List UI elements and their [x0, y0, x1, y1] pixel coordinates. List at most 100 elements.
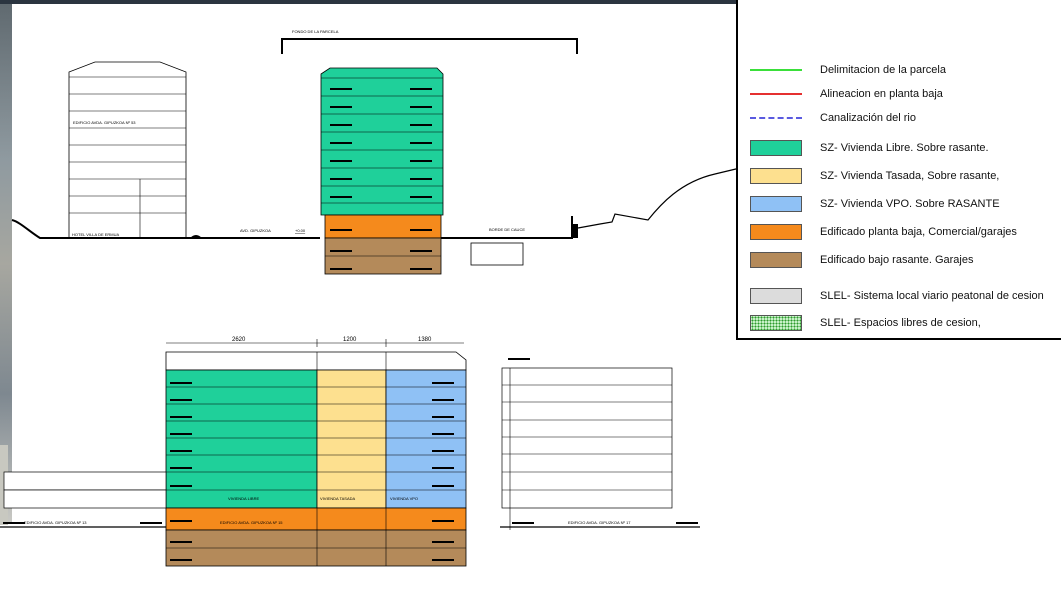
level-annotation	[432, 416, 454, 418]
level-annotation	[432, 433, 454, 435]
left-existing-building-top: EDIFICIO AVDA. GIPUZKOA Nº 53 HOTEL VILL…	[68, 61, 187, 239]
legend-label: SZ- Vivienda Tasada, Sobre rasante,	[820, 170, 1000, 182]
level-annotation	[330, 142, 352, 144]
level-annotation	[410, 106, 432, 108]
level-annotation	[410, 142, 432, 144]
level-annotation	[3, 522, 25, 524]
left-neighbour-label: EDIFICIO AVDA. GIPUZKOA Nº 13	[24, 520, 87, 525]
dim-vpo: 1380	[418, 337, 432, 343]
legend-line-swatch	[750, 69, 802, 71]
level-annotation	[410, 250, 432, 252]
level-annotation	[432, 485, 454, 487]
plot-label: FONDO DE LA PARCELA	[292, 29, 339, 34]
level-annotation	[330, 250, 352, 252]
plot-boundary-bracket: FONDO DE LA PARCELA	[281, 29, 578, 54]
level-annotation	[330, 124, 352, 126]
level-annotation	[330, 178, 352, 180]
legend-item: Delimitacion de la parcela	[750, 61, 946, 79]
level-annotation	[170, 382, 192, 384]
level-annotation	[330, 229, 352, 231]
dim-libre: 2620	[232, 337, 246, 343]
legend-item: SZ- Vivienda Libre. Sobre rasante.	[750, 139, 989, 157]
svg-text:+0.00: +0.00	[295, 228, 306, 233]
level-annotation	[432, 399, 454, 401]
level-annotation	[170, 450, 192, 452]
level-annotation	[410, 268, 432, 270]
proposed-building-section	[320, 67, 444, 275]
legend-label: Delimitacion de la parcela	[820, 64, 946, 76]
level-annotation	[170, 416, 192, 418]
legend-line-swatch	[750, 93, 802, 95]
bottom-dimensions: 2620 1200 1380	[166, 337, 464, 347]
legend-label: Edificado planta baja, Comercial/garajes	[820, 226, 1017, 238]
level-annotation	[410, 124, 432, 126]
legend-color-swatch	[750, 288, 802, 304]
top-bar	[0, 0, 1061, 4]
legend-label: SZ- Vivienda VPO. Sobre RASANTE	[820, 198, 1000, 210]
legend-label: SLEL- Sistema local viario peatonal de c…	[820, 290, 1044, 302]
legend-item: SZ- Vivienda VPO. Sobre RASANTE	[750, 195, 1000, 213]
legend-label: SZ- Vivienda Libre. Sobre rasante.	[820, 142, 989, 154]
level-annotation	[330, 88, 352, 90]
level-annotation	[170, 520, 192, 522]
level-annotation	[170, 399, 192, 401]
right-neighbour-label: EDIFICIO AVDA. GIPUZKOA Nº 17	[568, 520, 631, 525]
legend-label: Edificado bajo rasante. Garajes	[820, 254, 974, 266]
dim-tasada: 1200	[343, 337, 357, 343]
level-annotation	[410, 88, 432, 90]
legend-item: Alineacion en planta baja	[750, 85, 943, 103]
level-annotation	[432, 467, 454, 469]
proposed-building-elevation: VIVIENDA LIBRE VIVIENDA TASADA VIVIENDA …	[165, 351, 467, 567]
level-annotation	[170, 541, 192, 543]
level-annotation	[170, 467, 192, 469]
level-annotation	[330, 106, 352, 108]
legend-line-swatch	[750, 117, 802, 119]
zone-label-libre: VIVIENDA LIBRE	[228, 496, 259, 501]
center-building-label: EDIFICIO AVDA. GIPUZKOA Nº 15	[220, 520, 283, 525]
level-annotation	[508, 358, 530, 360]
legend-item: SZ- Vivienda Tasada, Sobre rasante,	[750, 167, 999, 185]
level-annotation	[512, 522, 534, 524]
legend-item: SLEL- Espacios libres de cesion,	[750, 314, 981, 332]
level-annotation	[410, 160, 432, 162]
zone-label-vpo: VIVIENDA VPO	[390, 496, 418, 501]
legend-color-swatch	[750, 168, 802, 184]
legend-item: SLEL- Sistema local viario peatonal de c…	[750, 287, 1044, 305]
level-annotation	[410, 196, 432, 198]
left-building-label: EDIFICIO AVDA. GIPUZKOA Nº 53	[73, 120, 136, 125]
photo-edge-strip	[0, 4, 12, 524]
legend-color-swatch	[750, 196, 802, 212]
legend-label: Alineacion en planta baja	[820, 88, 943, 100]
level-annotation	[410, 229, 432, 231]
level-annotation	[432, 520, 454, 522]
street-label: AVD. GIPUZKOA	[240, 228, 271, 233]
level-annotation	[432, 541, 454, 543]
level-annotation	[410, 178, 432, 180]
zone-label-tasada: VIVIENDA TASADA	[320, 496, 356, 501]
level-annotation	[330, 160, 352, 162]
legend-color-swatch	[750, 224, 802, 240]
river-label: BORDE DE CAUCE	[489, 227, 525, 232]
ground-line-top: AVD. GIPUZKOA BORDE DE CAUCE +0.00	[11, 167, 741, 266]
legend-item: Edificado bajo rasante. Garajes	[750, 251, 973, 269]
legend-color-swatch	[750, 252, 802, 268]
legend-label: SLEL- Espacios libres de cesion,	[820, 317, 981, 329]
legend-label: Canalización del rio	[820, 112, 916, 124]
right-neighbour-building: EDIFICIO AVDA. GIPUZKOA Nº 17	[500, 367, 700, 530]
level-annotation	[676, 522, 698, 524]
left-neighbour-building: EDIFICIO AVDA. GIPUZKOA Nº 13	[0, 471, 167, 528]
level-annotation	[432, 450, 454, 452]
legend-color-swatch	[750, 140, 802, 156]
level-annotation	[330, 268, 352, 270]
level-annotation	[330, 196, 352, 198]
legend-item: Edificado planta baja, Comercial/garajes	[750, 223, 1017, 241]
legend-item: Canalización del rio	[750, 109, 916, 127]
hotel-label: HOTEL VILLA DE ERMUA	[72, 232, 120, 237]
level-annotation	[170, 485, 192, 487]
legend-color-swatch	[750, 315, 802, 331]
level-annotation	[170, 559, 192, 561]
level-annotation	[170, 433, 192, 435]
level-annotation	[432, 559, 454, 561]
